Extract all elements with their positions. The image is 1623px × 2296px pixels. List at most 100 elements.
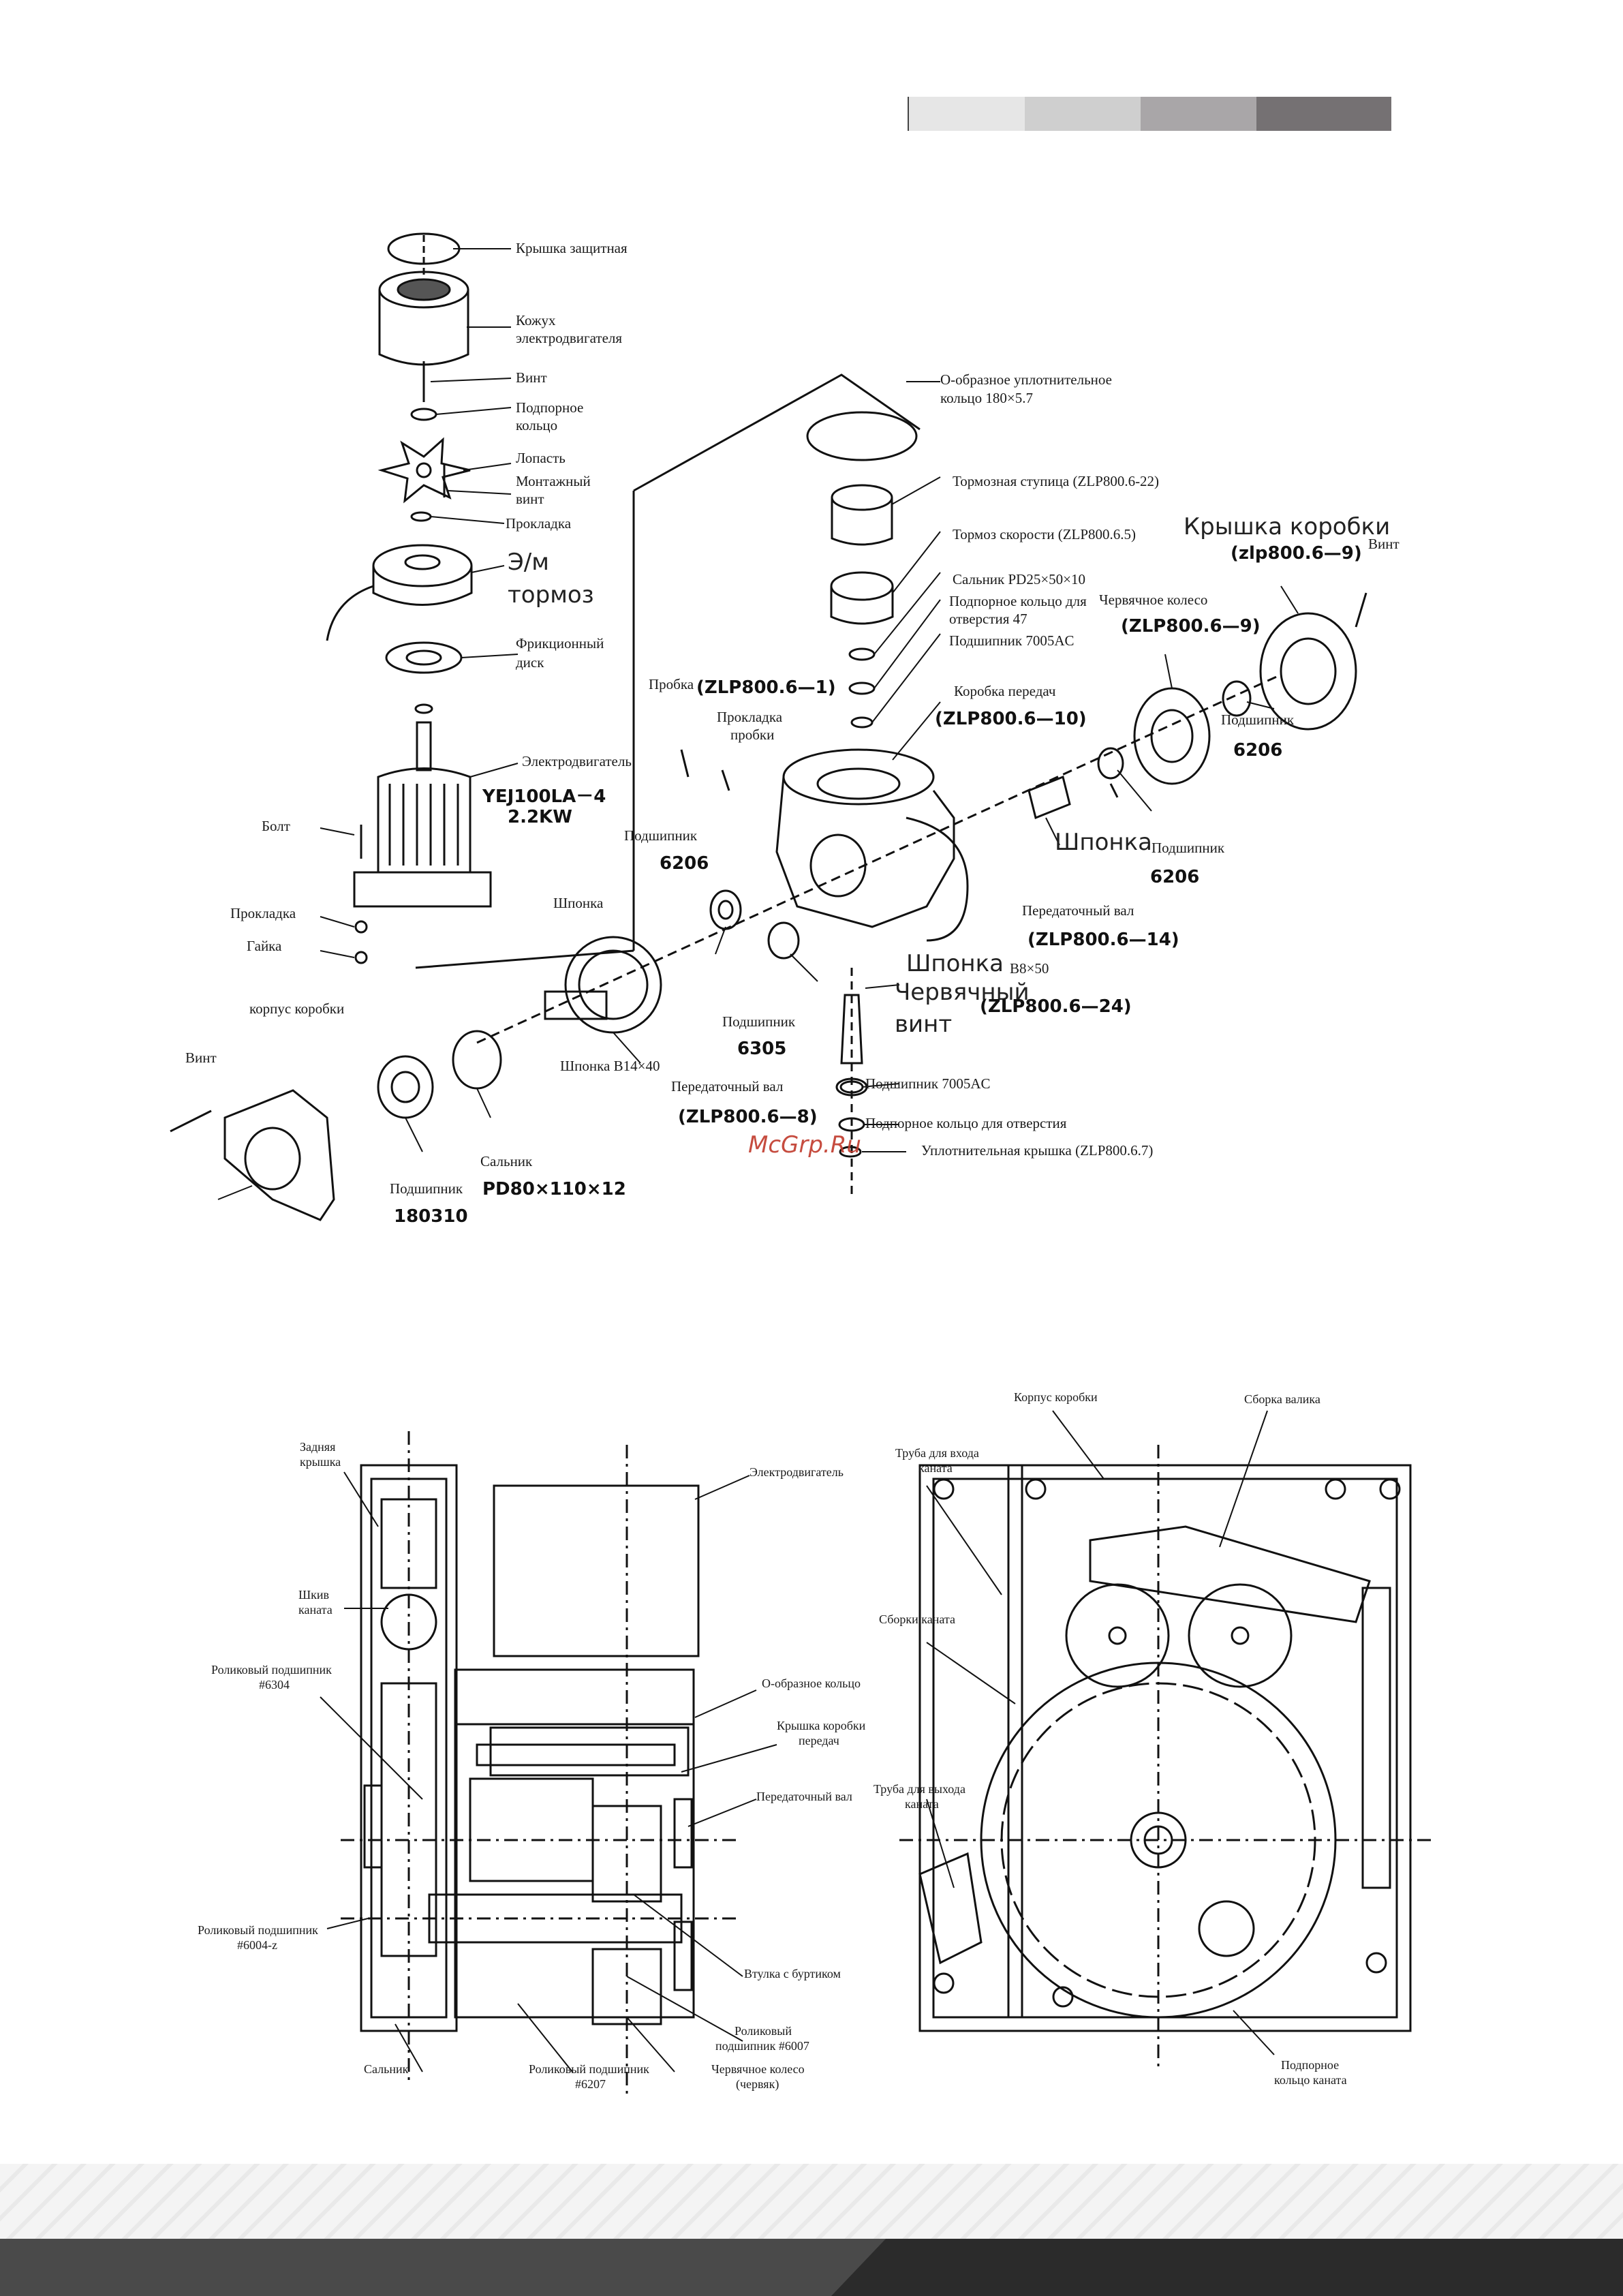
- rs-ring-1: Подпорное: [1281, 2058, 1340, 2072]
- ls-rb6007-1: Роликовый: [735, 2024, 792, 2038]
- label-speedbrake: Тормоз скорости (ZLP800.6.5): [953, 526, 1137, 542]
- code-plug: (ZLP800.6—1): [696, 677, 836, 698]
- label-body: корпус коробки: [249, 1000, 345, 1017]
- label-seal25: Сальник PD25×50×10: [953, 571, 1086, 587]
- code-seal: PD80×110×12: [482, 1179, 626, 1199]
- code-wormwheel: (ZLP800.6—9): [1121, 616, 1261, 637]
- label-ring47-1: Подпорное кольцо для: [949, 593, 1087, 609]
- rs-in-1: Труба для входа: [895, 1446, 979, 1460]
- code-gearbox: (ZLP800.6—10): [935, 709, 1087, 729]
- code-boxcover: (zlp800.6—9): [1231, 543, 1362, 564]
- code-bearing-6206c: 6206: [1233, 740, 1283, 761]
- label-worm-1: Червячный: [895, 979, 1030, 1006]
- label-motor-model: YEJ100LA－4: [482, 786, 606, 807]
- label-brake-2: тормоз: [508, 581, 594, 609]
- header-bar-3: [1141, 97, 1256, 131]
- label-retring-2: кольцо: [516, 417, 558, 433]
- ls-ww-1: Червячное колесо: [711, 2062, 805, 2076]
- label-plug-gasket-2: пробки: [730, 726, 775, 743]
- label-screw: Винт: [516, 369, 547, 386]
- label-retring-1: Подпорное: [516, 399, 584, 416]
- code-bearing-6305: 6305: [737, 1039, 787, 1059]
- label-oring-1: О-образное уплотнительное: [940, 371, 1112, 388]
- header-bar-2: [1025, 97, 1141, 131]
- label-screw-right: Винт: [1368, 536, 1400, 552]
- code-shaft-left: (ZLP800.6—8): [678, 1107, 818, 1127]
- ls-rear-2: крышка: [300, 1455, 341, 1469]
- label-bearing-6206a: Подшипник: [624, 827, 698, 844]
- ls-pulley-1: Шкив: [298, 1588, 330, 1602]
- code-bearing-6206a: 6206: [660, 853, 709, 874]
- label-ring47-2: отверстия 47: [949, 611, 1027, 627]
- watermark: McGrp.Ru: [748, 1131, 861, 1159]
- label-housing-2: электродвигателя: [516, 330, 623, 346]
- label-worm-2: винт: [895, 1011, 953, 1038]
- label-bearing-6206c: Подшипник: [1221, 711, 1295, 728]
- label-screw-left: Винт: [185, 1050, 217, 1066]
- ls-cover-2: передач: [799, 1734, 839, 1747]
- rs-out-1: Труба для выхода: [874, 1782, 965, 1796]
- label-key-worm: Шпонка: [906, 950, 1004, 977]
- label-gasket-left: Прокладка: [230, 905, 296, 921]
- rs-rope: Сборки каната: [879, 1612, 955, 1626]
- label-mscrew-2: винт: [516, 491, 544, 507]
- label-key-b14: Шпонка B14×40: [560, 1058, 660, 1074]
- ls-rb6304-1: Роликовый подшипник: [211, 1663, 332, 1677]
- rs-ring-2: кольцо каната: [1274, 2073, 1347, 2087]
- ls-oring: О-образное кольцо: [762, 1677, 861, 1690]
- header-divider: [908, 97, 909, 131]
- ls-rb6004-2: #6004-z: [237, 1938, 277, 1952]
- label-shaft-left: Передаточный вал: [671, 1078, 784, 1095]
- label-ringhole: Подпорное кольцо для отверстия: [865, 1115, 1067, 1131]
- label-bearing-7005: Подшипник 7005AC: [949, 632, 1075, 649]
- label-key-worm-size: B8×50: [1010, 960, 1049, 977]
- label-seal: Сальник: [480, 1153, 533, 1169]
- ls-seal: Сальник: [364, 2062, 409, 2076]
- ls-bushing: Втулка с буртиком: [744, 1967, 841, 1980]
- code-worm: (ZLP800.6—24): [980, 996, 1132, 1017]
- label-bearing-6206b: Подшипник: [1151, 840, 1225, 856]
- rs-roller: Сборка валика: [1244, 1392, 1320, 1406]
- footer-band-right: [831, 2239, 1623, 2296]
- label-boxcover: Крышка коробки: [1184, 513, 1391, 540]
- label-nut: Гайка: [247, 938, 282, 954]
- rs-body: Корпус коробки: [1014, 1390, 1098, 1404]
- header-bar-4: [1256, 97, 1391, 131]
- ls-rb6304-2: #6304: [259, 1678, 290, 1692]
- ls-rear-1: Задняя: [300, 1440, 336, 1454]
- label-cover: Крышка защитная: [516, 240, 628, 256]
- label-shaft-right: Передаточный вал: [1022, 902, 1134, 919]
- label-motor-power: 2.2KW: [508, 807, 572, 827]
- ls-pulley-2: каната: [298, 1603, 333, 1617]
- ls-cover-1: Крышка коробки: [777, 1719, 866, 1732]
- label-motor: Электродвигатель: [522, 753, 632, 769]
- label-fric-1: Фрикционный: [516, 635, 604, 652]
- code-bearing-180310: 180310: [394, 1206, 468, 1227]
- label-bolt: Болт: [262, 818, 290, 834]
- label-plug: Пробка: [649, 676, 694, 692]
- label-key-right: Шпонка: [1055, 829, 1152, 856]
- label-bearing-180310: Подшипник: [390, 1180, 463, 1197]
- code-bearing-6206b: 6206: [1150, 867, 1200, 887]
- label-key-top: Шпонка: [553, 895, 604, 911]
- label-bearing-7005b: Подшипник 7005AC: [865, 1075, 991, 1092]
- label-fric-2: диск: [516, 654, 544, 671]
- label-brake-1: Э/м: [508, 549, 549, 576]
- label-oring-2: кольцо 180×5.7: [940, 390, 1033, 406]
- label-hub: Тормозная ступица (ZLP800.6-22): [953, 473, 1160, 489]
- header-bar-1: [909, 97, 1025, 131]
- label-blade: Лопасть: [516, 450, 566, 466]
- ls-ww-2: (червяк): [736, 2077, 779, 2091]
- label-wormwheel: Червячное колесо: [1099, 592, 1208, 608]
- label-plug-gasket-1: Прокладка: [717, 709, 783, 725]
- ls-rb6007-2: подшипник #6007: [715, 2039, 809, 2053]
- label-sealcap: Уплотнительная крышка (ZLP800.6.7): [921, 1142, 1154, 1159]
- ls-shaft: Передаточный вал: [756, 1790, 852, 1803]
- footer-pattern: [0, 2164, 1623, 2239]
- label-mscrew-1: Монтажный: [516, 473, 591, 489]
- label-gearbox: Коробка передач: [954, 683, 1056, 699]
- label-gasket-top: Прокладка: [506, 515, 572, 532]
- code-shaft-right: (ZLP800.6—14): [1027, 930, 1179, 950]
- label-housing-1: Кожух: [516, 312, 556, 328]
